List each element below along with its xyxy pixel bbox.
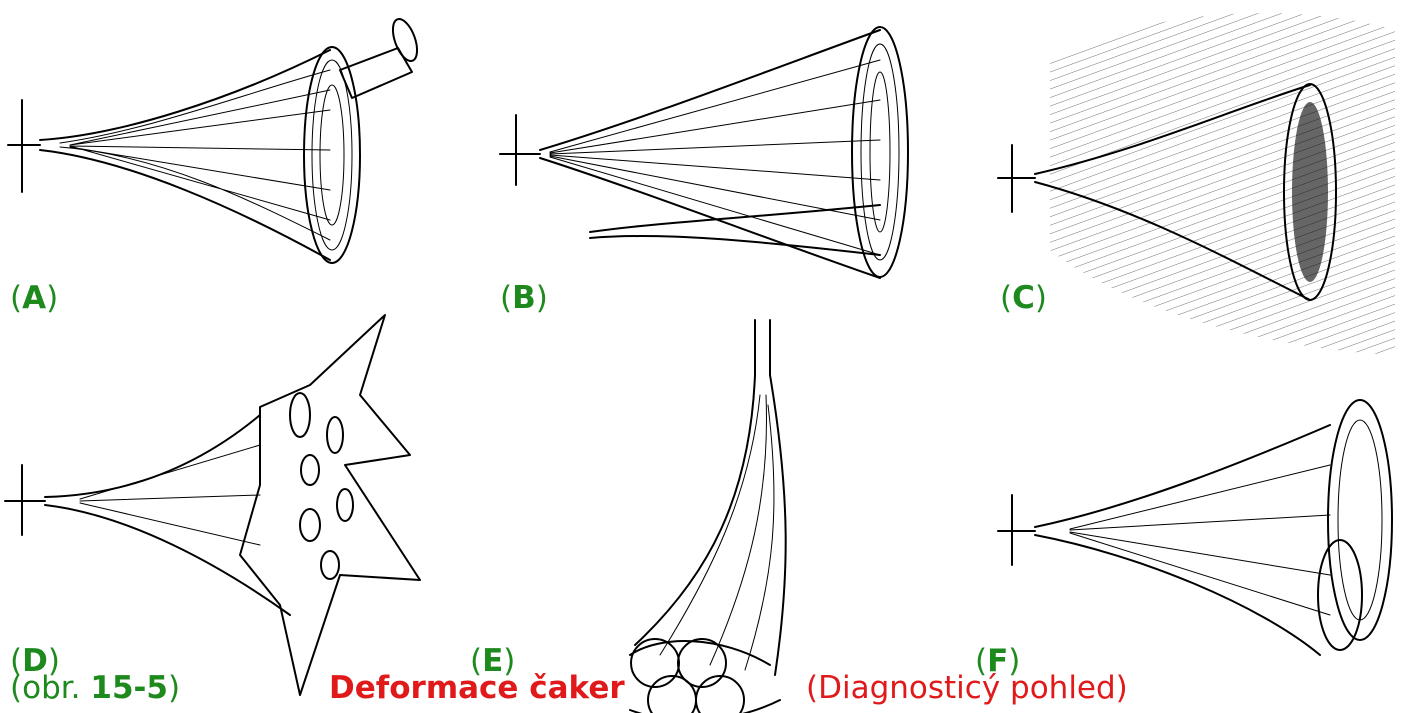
chakra-drawing-e: (E) [490, 315, 940, 713]
chakra-drawing-d: (D) [0, 315, 460, 713]
figure-prefix: obr. [22, 670, 90, 706]
funnel-with-tube-illustration [0, 0, 460, 300]
bent-bundle-funnel-illustration [490, 315, 940, 713]
torn-funnel-illustration [990, 315, 1401, 713]
fuzzy-funnel-illustration [990, 0, 1401, 360]
funnel-with-tendril-illustration [490, 0, 940, 300]
panel-label-b: (B) [500, 283, 548, 314]
star-shaped-funnel-illustration [0, 315, 460, 713]
figure-number: (obr. 15-5) [10, 673, 180, 704]
chakra-drawing-f: (F) [990, 315, 1401, 713]
chakra-drawing-a: (A) [0, 0, 460, 300]
panel-label-c: (C) [1000, 283, 1047, 314]
figure-subtitle: (Diagnosticý pohled) [806, 673, 1128, 704]
figure-title: Deformace čaker [329, 673, 625, 704]
figure-id: 15-5 [90, 670, 168, 706]
panel-label-a: (A) [10, 283, 58, 314]
chakra-drawing-c: (C) [990, 0, 1401, 360]
chakra-drawing-b: (B) [490, 0, 940, 300]
